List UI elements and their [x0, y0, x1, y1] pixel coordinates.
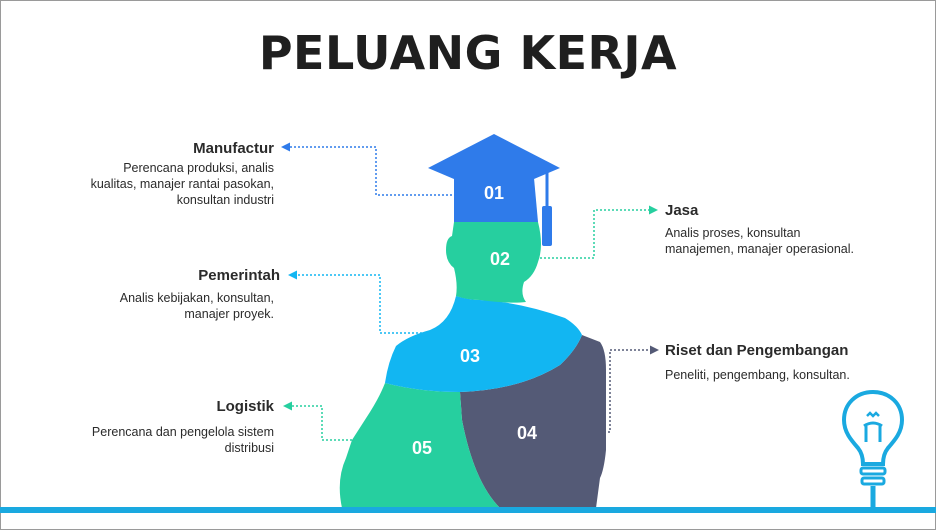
segment-02-shape [446, 222, 541, 303]
desc-line: konsultan industri [176, 193, 274, 207]
item-desc-riset: Peneliti, pengembang, konsultan. [665, 367, 905, 383]
arrow-02 [649, 205, 658, 215]
item-title-jasa: Jasa [665, 202, 699, 219]
segment-03-shape [385, 296, 582, 392]
connector-04 [600, 349, 652, 433]
segment-number-02: 02 [490, 249, 510, 269]
item-title-logistik: Logistik [216, 398, 274, 415]
tassel [542, 206, 552, 246]
arrow-04 [650, 345, 659, 355]
segment-number-03: 03 [460, 346, 480, 366]
connector-03 [295, 274, 430, 334]
arrow-05 [283, 401, 292, 411]
page-title: PELUANG KERJA [258, 26, 678, 80]
arrow-03 [288, 270, 297, 280]
connector-02 [540, 209, 651, 259]
desc-line: manajemen, manajer operasional. [665, 242, 854, 256]
segment-number-04: 04 [517, 423, 537, 443]
connector-01 [288, 146, 456, 196]
segment-number-05: 05 [412, 438, 432, 458]
connector-05 [290, 405, 352, 441]
item-title-pemerintah: Pemerintah [198, 267, 280, 284]
desc-line: Perencana produksi, analis [123, 161, 274, 175]
desc-line: Perencana dan pengelola sistem [91, 425, 274, 439]
item-desc-logistik: Perencana dan pengelola sistem distribus… [34, 424, 274, 456]
desc-line: Peneliti, pengembang, konsultan. [665, 368, 850, 382]
segment-number-01: 01 [484, 183, 504, 203]
item-desc-manufactur: Perencana produksi, analis kualitas, man… [34, 160, 274, 208]
desc-line: Analis kebijakan, konsultan, [119, 291, 274, 305]
item-title-riset: Riset dan Pengembangan [665, 342, 849, 359]
segment-01-cap [454, 178, 538, 222]
desc-line: Analis proses, konsultan [665, 226, 801, 240]
light-bulb-icon [841, 389, 905, 510]
desc-line: distribusi [224, 441, 274, 455]
desc-line: kualitas, manajer rantai pasokan, [90, 177, 274, 191]
item-desc-jasa: Analis proses, konsultan manajemen, mana… [665, 225, 905, 257]
arrow-01 [281, 142, 290, 152]
item-desc-pemerintah: Analis kebijakan, konsultan, manajer pro… [34, 290, 274, 322]
segment-05-shape [339, 383, 500, 508]
item-title-manufactur: Manufactur [193, 140, 274, 157]
baseline-bar [0, 507, 936, 513]
desc-line: manajer proyek. [184, 307, 274, 321]
segment-04-shape [460, 335, 606, 508]
